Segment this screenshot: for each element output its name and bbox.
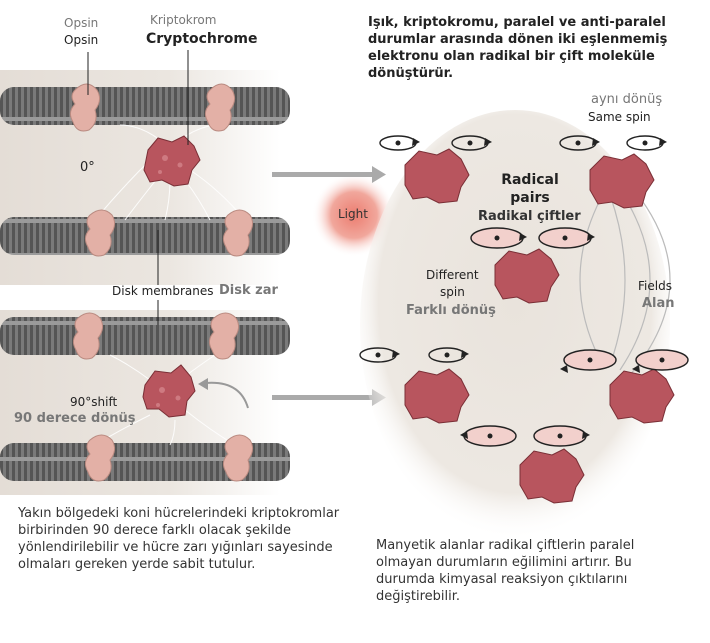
- spin-arrowheads: [392, 138, 667, 439]
- membrane-4: [0, 443, 290, 481]
- opsin-shapes: [69, 83, 254, 482]
- rotation-arrow: [204, 381, 249, 409]
- radical-pairs-label-tr: Radikal çiftler: [478, 209, 581, 224]
- leader-lines: [87, 50, 189, 325]
- opsin-label-en: Opsin: [64, 33, 99, 47]
- radical-pairs-label-2: pairs: [510, 190, 550, 206]
- fields-label-en: Fields: [638, 279, 672, 293]
- disk-membranes-label-tr: Disk zar: [219, 283, 278, 298]
- membrane-1: [0, 87, 290, 125]
- light-label: Light: [338, 207, 368, 221]
- bottom-left-description: Yakın bölgedeki koni hücrelerindeki krip…: [18, 506, 340, 572]
- cryptochrome-label-tr: Kriptokrom: [150, 13, 217, 27]
- different-spin-label-2: spin: [440, 285, 465, 299]
- same-spin-label-tr: aynı dönüş: [591, 92, 663, 107]
- shift-label-tr: 90 derece dönüş: [14, 411, 136, 426]
- shift-label-en: 90°shift: [70, 395, 118, 409]
- radical-pairs-label-1: Radical: [501, 172, 559, 188]
- fields-label-tr: Alan: [642, 296, 675, 311]
- different-spin-label-tr: Farklı dönüş: [406, 303, 496, 318]
- top-right-description: Işık, kriptokromu, paralel ve anti-paral…: [368, 15, 668, 81]
- spin-dots: [375, 140, 665, 439]
- different-spin-label-1: Different: [426, 268, 479, 282]
- bottom-right-description: Manyetik alanlar radikal çiftlerin paral…: [376, 538, 635, 604]
- opsin-label-tr: Opsin: [64, 16, 99, 30]
- cryptochrome-left: [142, 135, 201, 418]
- disk-membranes-label: Disk membranes: [112, 284, 214, 298]
- membrane-3: [0, 317, 290, 355]
- zero-degree-label: 0°: [80, 160, 95, 175]
- same-spin-label-en: Same spin: [588, 110, 651, 124]
- cryptochrome-label-en: Cryptochrome: [146, 31, 258, 47]
- proteins-right: [404, 148, 675, 504]
- membrane-2: [0, 217, 290, 255]
